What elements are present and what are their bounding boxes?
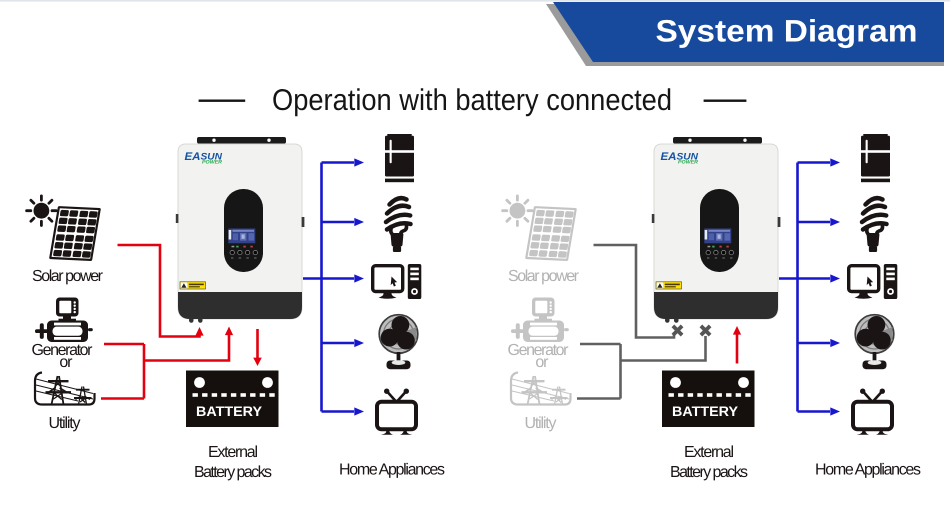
svg-text:Operation with battery connect: Operation with battery connected [272,84,672,117]
svg-text:Battery packs: Battery packs [670,464,748,481]
svg-text:Utility: Utility [49,415,81,432]
svg-text:Battery packs: Battery packs [194,464,272,481]
svg-text:Home Appliances: Home Appliances [815,462,921,479]
svg-text:External: External [208,444,258,461]
svg-text:Solar power: Solar power [508,268,580,285]
svg-text:or: or [535,354,549,371]
svg-text:System Diagram: System Diagram [656,14,918,49]
svg-text:Home Appliances: Home Appliances [339,462,445,479]
svg-text:Generator: Generator [32,342,94,359]
svg-text:or: or [59,354,73,371]
svg-text:Solar power: Solar power [32,268,104,285]
svg-text:External: External [684,444,734,461]
svg-text:Generator: Generator [508,342,570,359]
svg-text:Utility: Utility [525,415,557,432]
